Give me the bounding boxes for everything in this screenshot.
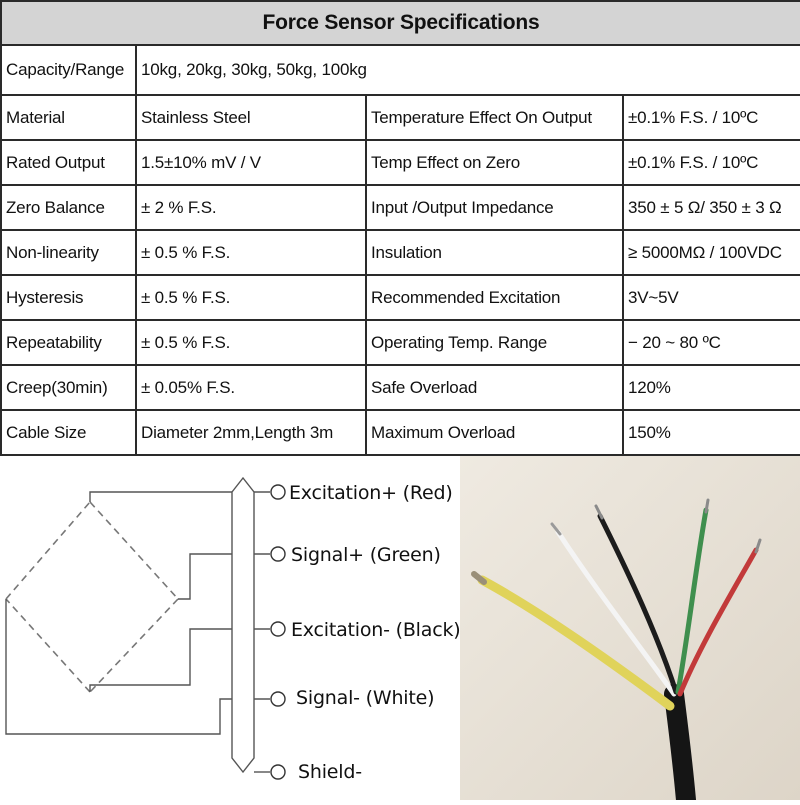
table-title: Force Sensor Specifications: [0, 0, 800, 46]
spec-label: Repeatability: [0, 319, 137, 366]
table-row: Creep(30min) ± 0.05% F.S. Safe Overload …: [0, 364, 800, 411]
bridge-diamond: [5, 501, 179, 693]
table-row: Capacity/Range 10kg, 20kg, 30kg, 50kg, 1…: [0, 44, 800, 96]
table-row: Zero Balance ± 2 % F.S. Input /Output Im…: [0, 184, 800, 231]
title-row: Force Sensor Specifications: [0, 0, 800, 46]
spec-value: ± 0.5 % F.S.: [135, 319, 367, 366]
spec-value: ± 2 % F.S.: [135, 184, 367, 231]
label-excitation-pos: Excitation+ (Red): [289, 482, 453, 504]
spec-value: − 20 ~ 80 ºC: [621, 319, 800, 366]
spec-value: ± 0.05% F.S.: [135, 364, 367, 411]
spec-value: 150%: [621, 409, 800, 456]
spec-value: 3V~5V: [621, 274, 800, 321]
label-signal-neg: Signal- (White): [296, 687, 435, 709]
table-row: Cable Size Diameter 2mm,Length 3m Maximu…: [0, 409, 800, 456]
spec-label: Operating Temp. Range: [365, 319, 624, 366]
spec-label: Creep(30min): [0, 364, 137, 411]
wire-red: [677, 547, 759, 697]
spec-value: Stainless Steel: [135, 94, 367, 141]
spec-label: Rated Output: [0, 139, 137, 186]
table-row: Non-linearity ± 0.5 % F.S. Insulation ≥ …: [0, 229, 800, 276]
cable-photo-svg: [460, 456, 800, 805]
spec-label: Recommended Excitation: [365, 274, 624, 321]
cable-photo: [460, 456, 800, 805]
wiring-diagram: Excitation+ (Red) Signal+ (Green) Excita…: [0, 456, 461, 800]
spec-label: Temp Effect on Zero: [365, 139, 624, 186]
spec-label: Cable Size: [0, 409, 137, 456]
spec-value: 120%: [621, 364, 800, 411]
spec-value: ≥ 5000MΩ / 100VDC: [621, 229, 800, 276]
terminal-signal-neg-icon: [270, 691, 286, 707]
spec-label: Input /Output Impedance: [365, 184, 624, 231]
capacity-label: Capacity/Range: [0, 44, 137, 96]
spec-label: Non-linearity: [0, 229, 137, 276]
spec-value: ±0.1% F.S. / 10ºC: [621, 139, 800, 186]
table-row: Material Stainless Steel Temperature Eff…: [0, 94, 800, 141]
spec-value: 350 ± 5 Ω/ 350 ± 3 Ω: [621, 184, 800, 231]
label-shield: Shield-: [298, 761, 362, 783]
table-row: Rated Output 1.5±10% mV / V Temp Effect …: [0, 139, 800, 186]
table-row: Hysteresis ± 0.5 % F.S. Recommended Exci…: [0, 274, 800, 321]
label-signal-pos: Signal+ (Green): [291, 544, 441, 566]
spec-table: Force Sensor Specifications Capacity/Ran…: [0, 0, 800, 456]
wire-black: [597, 513, 679, 695]
spec-label: Safe Overload: [365, 364, 624, 411]
spec-value: 1.5±10% mV / V: [135, 139, 367, 186]
wiring-diagram-svg: [5, 476, 286, 780]
spec-label: Insulation: [365, 229, 624, 276]
spec-value: ±0.1% F.S. / 10ºC: [621, 94, 800, 141]
table-row: Repeatability ± 0.5 % F.S. Operating Tem…: [0, 319, 800, 366]
spec-label: Maximum Overload: [365, 409, 624, 456]
spec-value: ± 0.5 % F.S.: [135, 274, 367, 321]
spec-label: Zero Balance: [0, 184, 137, 231]
wire-yellow-shield: [477, 575, 675, 711]
shield-tube: [231, 476, 255, 774]
spec-label: Temperature Effect On Output: [365, 94, 624, 141]
terminal-signal-pos-icon: [270, 546, 286, 562]
spec-value: ± 0.5 % F.S.: [135, 229, 367, 276]
main-cable: [664, 684, 696, 805]
wire-green: [675, 507, 709, 695]
spec-label: Hysteresis: [0, 274, 137, 321]
wiring-lines: [5, 491, 270, 735]
terminal-shield-icon: [270, 764, 286, 780]
label-excitation-neg: Excitation- (Black): [291, 619, 461, 641]
terminal-excitation-pos-icon: [270, 484, 286, 500]
capacity-value: 10kg, 20kg, 30kg, 50kg, 100kg: [134, 44, 800, 96]
spec-label: Material: [0, 94, 137, 141]
spec-value: Diameter 2mm,Length 3m: [135, 409, 367, 456]
wire-white: [555, 529, 677, 697]
terminal-excitation-neg-icon: [270, 621, 286, 637]
